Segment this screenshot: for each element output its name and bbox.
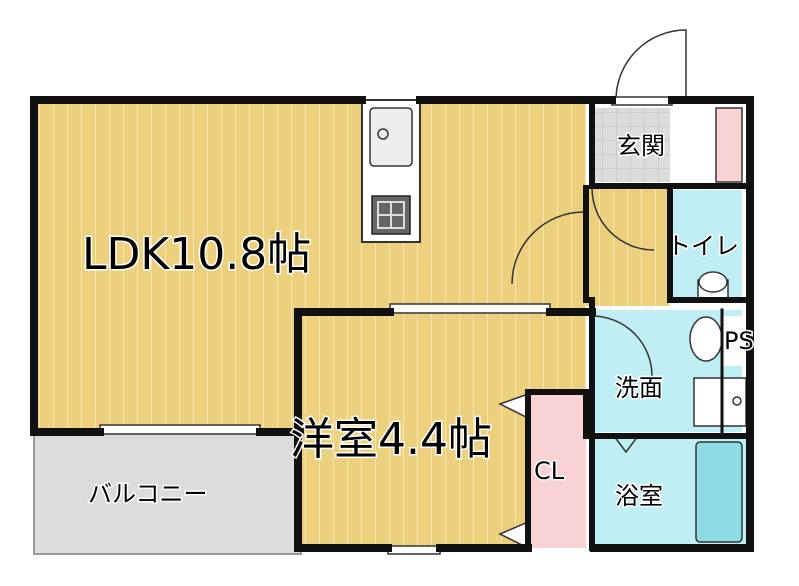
room-label-ldk: LDK10.8帖 [80, 229, 312, 280]
room-label-ps: PS [723, 327, 756, 355]
washer-pan-icon [693, 377, 747, 427]
entrance-floor [592, 108, 670, 182]
washer-drain-icon [732, 396, 742, 406]
room-label-entrance: 玄関 [616, 132, 667, 160]
hall-floor [586, 188, 670, 306]
sink-drain-icon [377, 128, 389, 140]
sink-icon [369, 107, 413, 167]
shoe-cabinet [715, 107, 743, 183]
room-label-washroom: 洗面 [614, 374, 665, 402]
walls [30, 96, 754, 552]
western-room-floor [302, 312, 528, 547]
room-label-toilet: トイレ [666, 232, 741, 260]
closet-area [528, 392, 586, 548]
toilet-bowl-icon [698, 271, 728, 293]
bathtub-icon [695, 441, 743, 543]
room-label-western-room: 洋室4.4帖 [289, 414, 494, 465]
balcony-area [33, 431, 302, 555]
washbasin-icon [689, 316, 723, 362]
room-label-bathroom: 浴室 [614, 482, 665, 510]
room-label-balcony: バルコニー [87, 480, 210, 508]
room-label-closet: CL [532, 457, 565, 485]
ps-box [722, 316, 746, 366]
